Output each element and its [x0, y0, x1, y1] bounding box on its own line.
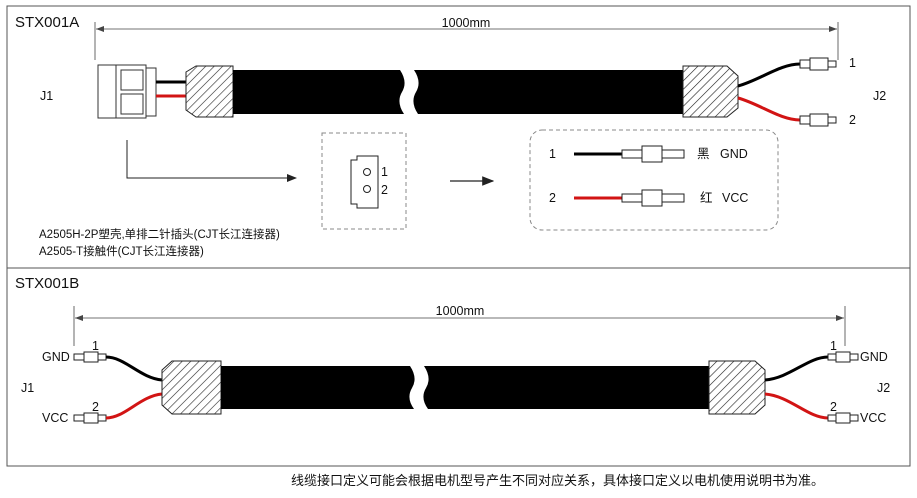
- panel-b-right-vcc-label: VCC: [860, 411, 886, 425]
- panel-a-right-red-wire: [737, 96, 801, 122]
- panel-b-dimension: 1000mm: [73, 304, 846, 346]
- panel-b-right-terminal-1: [827, 351, 859, 363]
- panel-a-j2-label: J2: [873, 89, 886, 103]
- footnote: 线缆接口定义可能会根据电机型号产生不同对应关系，具体接口定义以电机使用说明书为准…: [291, 473, 824, 489]
- panel-a-right-terminal-1: [799, 57, 837, 71]
- panel-b-right-num-2: 2: [830, 400, 837, 414]
- legend-row-1-signal: GND: [720, 147, 748, 161]
- legend-row-2: 2 红 VCC: [549, 189, 748, 207]
- panel-b-right-boot: [708, 360, 766, 415]
- connector-pin-1-label: 1: [381, 165, 388, 179]
- panel-a-cable-right: [413, 70, 683, 114]
- part-number-line-1: A2505H-2P塑壳,单排二针插头(CJT长江连接器): [39, 227, 280, 241]
- panel-b-left-red-wire: [105, 392, 163, 420]
- panel-a-connector-face: [350, 155, 379, 209]
- panel-b-left-terminal-1: [73, 351, 107, 363]
- legend-row-2-signal: VCC: [722, 191, 748, 205]
- panel-a-connector-housing: [97, 64, 157, 119]
- panel-a-title: STX001A: [15, 14, 79, 31]
- panel-a-right-boot: [682, 65, 739, 118]
- panel-b-right-red-wire: [764, 392, 829, 420]
- panel-b-cable-right: [423, 366, 709, 409]
- connector-pin-2-label: 2: [381, 183, 388, 197]
- panel-a-right-num-1: 1: [849, 56, 856, 70]
- legend-row-1-color: 黑: [697, 147, 710, 161]
- panel-a-right-num-2: 2: [849, 113, 856, 127]
- panel-b-left-black-wire: [105, 355, 163, 382]
- panel-a-cable-left: [233, 70, 405, 114]
- panel-a-right-black-wire: [737, 62, 801, 88]
- panel-b-title: STX001B: [15, 275, 79, 292]
- panel-b-length-label: 1000mm: [436, 304, 485, 318]
- panel-a-dimension: 1000mm: [94, 16, 839, 60]
- legend-row-2-color: 红: [700, 190, 713, 205]
- panel-a-left-boot: [185, 65, 234, 118]
- panel-b-left-num-1: 1: [92, 339, 99, 353]
- panel-b-right-black-wire: [764, 355, 829, 382]
- panel-a-right-terminal-2: [799, 113, 837, 127]
- panel-a-connector-detail-box: [321, 132, 407, 230]
- panel-a-j1-label: J1: [40, 89, 53, 103]
- panel-b-right-terminal-2: [827, 412, 859, 424]
- legend-row-2-num: 2: [549, 191, 556, 205]
- legend-row-1: 1 黑 GND: [549, 145, 748, 163]
- part-number-line-2: A2505-T接触件(CJT长江连接器): [39, 244, 204, 258]
- panel-a-length-label: 1000mm: [442, 16, 491, 30]
- panel-a-flow-arrow-1: [126, 140, 297, 182]
- panel-b-left-gnd-label: GND: [42, 350, 70, 364]
- legend-row-1-num: 1: [549, 147, 556, 161]
- panel-b-left-vcc-label: VCC: [42, 411, 68, 425]
- panel-b-right-gnd-label: GND: [860, 350, 888, 364]
- panel-b-frame: [6, 267, 911, 467]
- pinout-legend-box: [529, 129, 779, 231]
- panel-b-j1-label: J1: [21, 381, 34, 395]
- panel-b-left-boot: [161, 360, 222, 415]
- panel-b-j2-label: J2: [877, 381, 890, 395]
- panel-b-left-num-2: 2: [92, 400, 99, 414]
- panel-b-cable-left: [221, 366, 415, 409]
- panel-b-right-num-1: 1: [830, 339, 837, 353]
- panel-b-left-terminal-2: [73, 412, 107, 424]
